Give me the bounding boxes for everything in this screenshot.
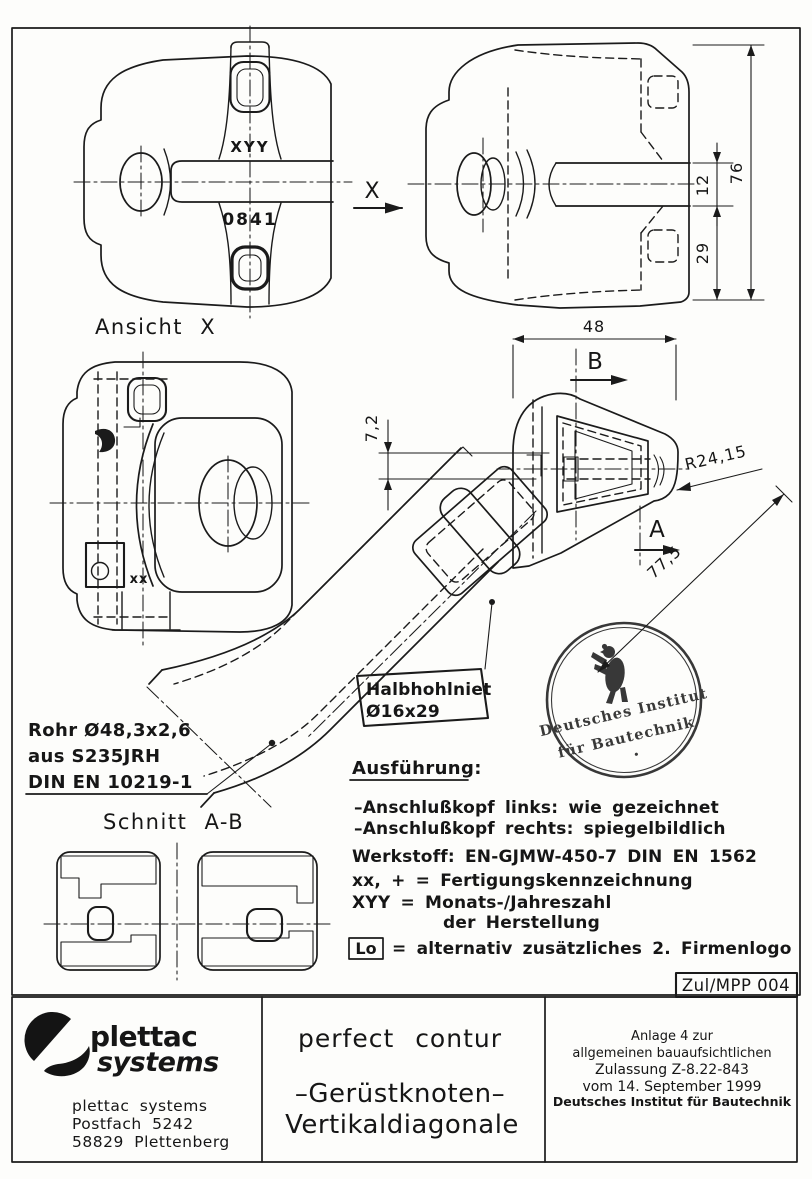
cast-mark-xyy: XYY	[230, 138, 269, 156]
dim-7-2: 7,2	[362, 414, 381, 442]
dimensions-right-view: 12 29 76	[692, 44, 765, 301]
lo-box	[348, 937, 384, 960]
arrow-head-icon	[611, 375, 628, 385]
cast-plus-mark	[95, 428, 116, 453]
dim-77-5: 77,5	[643, 542, 685, 583]
view-front-head: XYY 0841	[73, 25, 353, 319]
doc-number: Zul/MPP 004	[682, 976, 790, 995]
rivet-callout: Halbhohlniet Ø16x29	[355, 599, 495, 728]
arrow-head-icon	[663, 545, 680, 555]
approval-line4: vom 14. September 1999	[582, 1079, 761, 1095]
section-a-label: A	[649, 517, 665, 543]
rivet-label-line2: Ø16x29	[366, 702, 440, 722]
werkstoff-note: Werkstoff: EN-GJMW-450-7 DIN EN 1562	[352, 847, 757, 867]
drawing-title-line1: –Gerüstknoten–	[295, 1079, 505, 1109]
ausfuehrung-item2: –Anschlußkopf rechts: spiegelbildlich	[354, 819, 726, 839]
dim-76: 76	[727, 162, 746, 184]
tube-note-line1: Rohr Ø48,3x2,6	[28, 720, 191, 741]
tube-note-line3: DIN EN 10219-1	[28, 772, 193, 793]
section-a-b	[43, 842, 333, 981]
monats-note-line2: der Herstellung	[443, 913, 600, 933]
fertigung-note: xx, + = Fertigungskennzeichnung	[352, 871, 693, 891]
view-ansicht-x	[407, 42, 701, 309]
address-line3: 58829 Plettenberg	[72, 1133, 230, 1151]
tube-material-note: Rohr Ø48,3x2,6 aus S235JRH DIN EN 10219-…	[25, 720, 276, 795]
dim-48: 48	[583, 317, 605, 336]
view-arrow-x-label: X	[364, 179, 379, 204]
dim-radius: R24,15	[683, 441, 749, 474]
address-line1: plettac systems	[72, 1097, 207, 1115]
approval-line2: allgemeinen bauaufsichtlichen	[572, 1046, 771, 1061]
lo-label: Lo	[355, 939, 376, 958]
arrow-head-icon	[385, 202, 403, 214]
view-side-head: xx	[49, 351, 313, 649]
title-block: plettac systems plettac systems Postfach…	[11, 996, 798, 1163]
company-logo-icon	[24, 1011, 90, 1077]
address-line2: Postfach 5242	[72, 1115, 194, 1133]
rivet-label-line1: Halbhohlniet	[366, 680, 491, 700]
dim-77-5-group: 77,5	[597, 485, 793, 673]
tube-note-line2: aus S235JRH	[28, 746, 161, 767]
cast-number: 0841	[222, 210, 277, 230]
view-diagonal-assembly: 48 B A 7,2	[146, 317, 763, 808]
dim-12: 12	[693, 174, 712, 196]
ausfuehrung-item1: –Anschlußkopf links: wie gezeichnet	[354, 798, 719, 818]
approval-stamp: Deutsches Institut für Bautechnik	[538, 621, 709, 779]
product-name: perfect contur	[298, 1024, 502, 1053]
approval-line3: Zulassung Z-8.22-843	[595, 1062, 749, 1078]
lo-note: = alternativ zusätzliches 2. Firmenlogo	[392, 939, 792, 959]
ausfuehrung-heading: Ausführung:	[352, 758, 482, 779]
logo-recess	[84, 541, 126, 589]
execution-notes: Ausführung: –Anschlußkopf links: wie gez…	[348, 758, 792, 960]
label-schnitt-ab: Schnitt A-B	[103, 810, 244, 834]
section-b-label: B	[587, 349, 603, 375]
berlin-bear-icon	[591, 643, 628, 704]
brand-name: plettac	[90, 1020, 197, 1053]
label-ansicht-x: Ansicht X	[95, 315, 216, 339]
dim-29: 29	[693, 242, 712, 264]
view-arrow-x: X	[352, 179, 404, 214]
cast-mark-xx: xx	[130, 572, 149, 587]
approval-line1: Anlage 4 zur	[631, 1029, 714, 1044]
monats-note-line1: XYY = Monats-/Jahreszahl	[352, 893, 612, 913]
brand-name-2: systems	[97, 1047, 219, 1078]
approval-line5: Deutsches Institut für Bautechnik	[553, 1094, 792, 1109]
drawing-title-line2: Vertikaldiagonale	[285, 1110, 519, 1140]
drawing-frame	[11, 27, 801, 996]
doc-number-box: Zul/MPP 004	[674, 971, 799, 999]
